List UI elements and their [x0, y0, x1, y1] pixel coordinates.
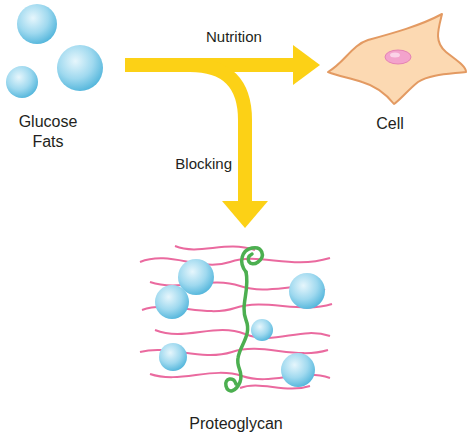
proteoglycan-figure	[140, 246, 332, 389]
figure-node: Cell	[320, 8, 472, 138]
flow-arrow	[125, 65, 268, 228]
arrow-label: Blocking	[175, 155, 232, 172]
trapped-bubbles	[155, 259, 325, 387]
arrow-label: Nutrition	[206, 28, 262, 45]
node-label: Proteoglycan	[130, 414, 342, 434]
figure-node: Glucose Fats	[0, 0, 125, 158]
core-protein	[226, 248, 263, 391]
node-label: Cell	[360, 114, 420, 134]
figure-node: Proteoglycan	[130, 228, 342, 440]
glucose-bubbles	[6, 4, 103, 98]
node-label: Glucose Fats	[8, 112, 88, 152]
cell-shape	[328, 14, 466, 104]
